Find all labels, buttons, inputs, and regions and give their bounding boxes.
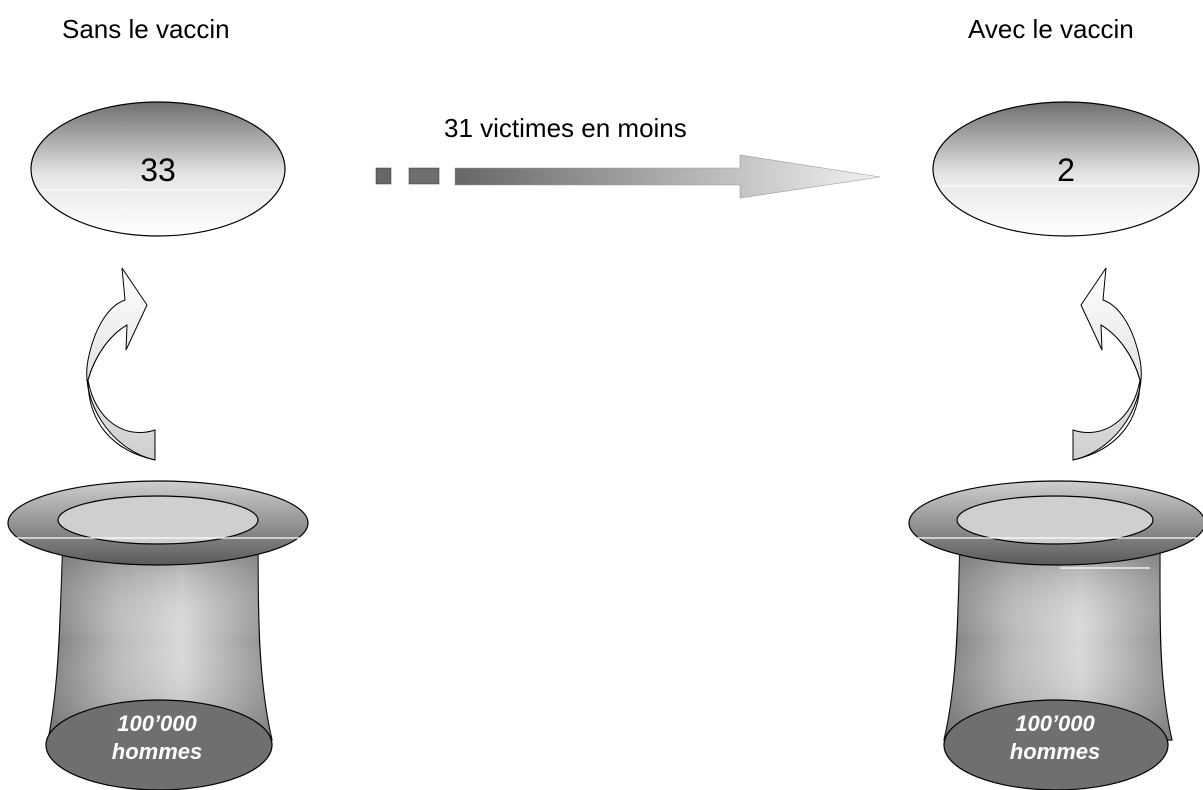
right-population-label: 100’000 hommes — [980, 710, 1130, 766]
comparison-arrow — [376, 155, 880, 198]
left-population-label: 100’000 hommes — [82, 710, 232, 766]
arrow-label: 31 victimes en moins — [444, 113, 687, 144]
left-scenario-title: Sans le vaccin — [62, 14, 230, 45]
right-scenario-title: Avec le vaccin — [968, 14, 1134, 45]
right-victim-count: 2 — [1026, 152, 1106, 189]
left-victim-count: 33 — [118, 152, 198, 189]
right-curved-arrow — [1073, 268, 1141, 460]
left-curved-arrow — [87, 268, 155, 460]
